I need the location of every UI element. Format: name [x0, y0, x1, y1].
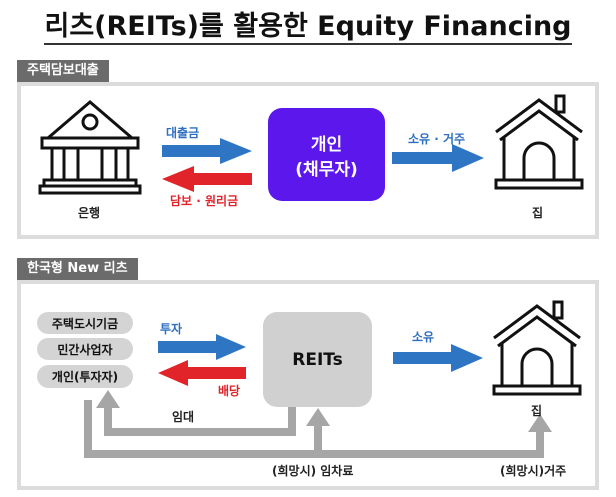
reside-line-up [536, 430, 544, 454]
rent-label: (희망시) 임차료 [272, 464, 354, 478]
rent-line-up [314, 424, 322, 454]
loan-label: 대출금 [166, 126, 200, 140]
bank-label: 은행 [78, 206, 101, 220]
loan-arrow-icon [162, 138, 252, 164]
panel1-frame [17, 82, 599, 239]
panel2-tag: 한국형 New 리츠 [17, 258, 138, 280]
lease-line-up [104, 406, 112, 436]
bank-icon [38, 100, 142, 195]
own-reside-label: 소유 · 거주 [408, 132, 466, 146]
debtor-box: 개인 (채무자) [268, 108, 385, 201]
rent-line-down [84, 400, 92, 458]
repay-label: 담보 · 원리금 [170, 194, 239, 208]
page-title: 리츠(REITs)를 활용한 Equity Financing [0, 4, 616, 45]
investor-housing-fund: 주택도시기금 [37, 312, 133, 334]
investor-private-developer: 민간사업자 [37, 338, 133, 360]
debtor-line2: (채무자) [295, 159, 358, 180]
invest-label: 투자 [160, 322, 183, 336]
lease-arrowhead [96, 390, 120, 408]
dividend-label: 배당 [218, 384, 241, 398]
house-icon [494, 94, 584, 190]
lease-line-down [288, 404, 296, 436]
debtor-line1: 개인 [310, 134, 343, 155]
reside-label: (희망시)거주 [500, 464, 567, 478]
repay-arrow-icon [162, 166, 252, 192]
title-text: 리츠(REITs)를 활용한 Equity Financing [44, 11, 572, 45]
lease-label: 임대 [172, 410, 195, 424]
house-label-2: 집 [531, 404, 543, 418]
investor-individual: 개인(투자자) [37, 365, 133, 388]
own-arrow-icon-2 [393, 344, 483, 372]
reits-box: REITs [263, 312, 372, 407]
dividend-arrow-icon [158, 360, 246, 386]
invest-arrow-icon [158, 334, 246, 360]
house-icon-2 [492, 300, 582, 396]
own-label: 소유 [412, 330, 435, 344]
rent-arrowhead [306, 408, 330, 426]
panel1-tag: 주택담보대출 [17, 60, 109, 82]
own-arrow-icon [392, 144, 484, 172]
house-label: 집 [532, 206, 544, 220]
lease-line-horizontal [104, 428, 296, 436]
panel2-frame [17, 280, 599, 490]
reside-arrowhead [528, 414, 552, 432]
